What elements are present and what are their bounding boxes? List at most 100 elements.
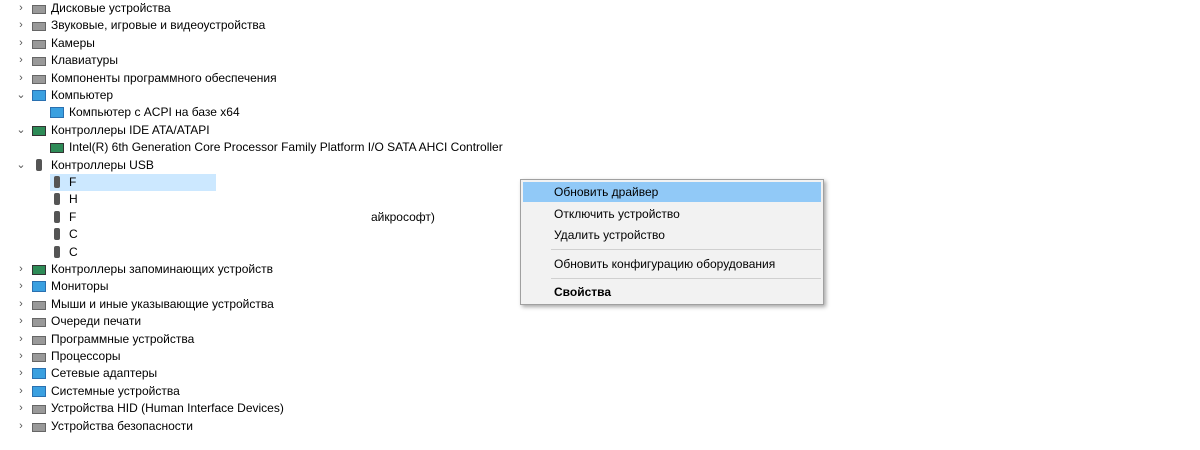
usb-icon: [50, 176, 64, 189]
tree-item-label: F: [69, 209, 77, 224]
chevron-right-icon[interactable]: ›: [19, 280, 23, 293]
tree-item-label: Клавиатуры: [51, 53, 118, 68]
chevron-right-icon[interactable]: ›: [19, 350, 23, 362]
menu-separator: [551, 249, 821, 250]
tree-item-label: F: [69, 175, 77, 189]
chevron-right-icon[interactable]: ›: [19, 71, 23, 84]
tree-item-label: Intel(R) 6th Generation Core Processor F…: [69, 140, 503, 155]
tree-item[interactable]: › Дисковые устройства: [14, 0, 171, 17]
computer-icon: [50, 106, 64, 119]
tree-item-label: Устройства HID (Human Interface Devices): [51, 401, 284, 416]
processor-icon: [32, 350, 46, 363]
tree-item[interactable]: F: [50, 174, 217, 191]
tree-item-label: Контроллеры USB: [51, 157, 154, 172]
usb-icon: [50, 193, 64, 206]
usb-icon: [32, 158, 46, 172]
tree-item[interactable]: ⌄ Контроллеры IDE ATA/ATAPI: [14, 122, 210, 139]
tree-item[interactable]: › Клавиатуры: [14, 52, 118, 69]
menu-item-properties[interactable]: Свойства: [554, 285, 612, 299]
tree-item-label: Очереди печати: [51, 314, 142, 329]
chevron-right-icon[interactable]: ›: [19, 36, 23, 49]
chevron-right-icon[interactable]: ›: [19, 19, 23, 32]
chevron-down-icon[interactable]: ⌄: [16, 89, 26, 101]
controller-icon: [50, 141, 64, 154]
menu-separator: [551, 278, 821, 279]
controller-icon: [32, 124, 46, 137]
tree-item[interactable]: › Сетевые адаптеры: [14, 365, 157, 382]
tree-item[interactable]: Intel(R) 6th Generation Core Processor F…: [50, 139, 503, 156]
tree-item-label: C: [69, 244, 78, 259]
software-component-icon: [32, 72, 46, 85]
menu-item-update-driver[interactable]: Обновить драйвер: [523, 182, 821, 202]
usb-icon: [50, 245, 64, 259]
chevron-down-icon[interactable]: ⌄: [16, 123, 26, 136]
tree-item-label: Устройства безопасности: [51, 418, 193, 433]
tree-item-label: Процессоры: [51, 349, 121, 363]
tree-item[interactable]: › Контроллеры запоминающих устройств: [14, 261, 273, 278]
tree-item[interactable]: ⌄ Компьютер: [14, 87, 113, 104]
tree-item-label: Мыши и иные указывающие устройства: [51, 296, 274, 311]
tree-item-label: C: [69, 227, 78, 242]
tree-item[interactable]: ⌄ Контроллеры USB: [14, 157, 154, 174]
menu-item-disable-device[interactable]: Отключить устройство: [554, 207, 680, 221]
software-device-icon: [32, 333, 46, 346]
chevron-right-icon[interactable]: ›: [19, 332, 23, 345]
tree-item[interactable]: › Системные устройства: [14, 383, 180, 400]
tree-item-label: Компьютер с ACPI на базе x64: [69, 105, 240, 120]
tree-item[interactable]: › Устройства безопасности: [14, 418, 193, 435]
usb-icon: [50, 228, 64, 241]
tree-item[interactable]: › Процессоры: [14, 348, 121, 365]
tree-item-label: Сетевые адаптеры: [51, 366, 158, 381]
tree-item[interactable]: Компьютер с ACPI на базе x64: [50, 104, 240, 121]
tree-item-label: Звуковые, игровые и видеоустройства: [51, 18, 266, 33]
tree-item-label: Камеры: [51, 35, 95, 50]
context-menu: Обновить драйвер Отключить устройство Уд…: [520, 179, 824, 305]
tree-item-label: Компьютер: [51, 88, 114, 102]
usb-icon: [50, 210, 64, 224]
tree-item-label: Компоненты программного обеспечения: [51, 70, 277, 85]
tree-item-label: Программные устройства: [51, 331, 195, 346]
chevron-right-icon[interactable]: ›: [19, 54, 23, 67]
chevron-right-icon[interactable]: ›: [19, 315, 23, 328]
tree-item-label: Контроллеры запоминающих устройств: [51, 262, 273, 276]
tree-item-label-tail: айкрософт): [371, 209, 435, 224]
menu-item-uninstall-device[interactable]: Удалить устройство: [554, 228, 665, 242]
chevron-right-icon[interactable]: ›: [19, 367, 23, 380]
storage-controller-icon: [32, 263, 46, 276]
tree-item[interactable]: › Мыши и иные указывающие устройства: [14, 296, 274, 313]
printer-icon: [32, 315, 46, 328]
chevron-right-icon[interactable]: ›: [19, 263, 23, 275]
monitor-icon: [32, 280, 46, 293]
tree-item[interactable]: › Камеры: [14, 35, 95, 52]
speaker-icon: [32, 19, 46, 32]
security-device-icon: [32, 420, 46, 433]
tree-item-label: Дисковые устройства: [51, 1, 171, 15]
camera-icon: [32, 37, 46, 50]
tree-item[interactable]: › Программные устройства: [14, 331, 194, 348]
tree-item[interactable]: › Устройства HID (Human Interface Devices…: [14, 400, 284, 417]
chevron-down-icon[interactable]: ⌄: [16, 158, 26, 171]
tree-item-label: Мониторы: [51, 279, 109, 294]
tree-item[interactable]: H: [50, 191, 78, 208]
tree-item[interactable]: › Мониторы: [14, 278, 108, 295]
computer-icon: [32, 89, 46, 102]
tree-item-label: Системные устройства: [51, 383, 180, 398]
chevron-right-icon[interactable]: ›: [19, 2, 23, 14]
chevron-right-icon[interactable]: ›: [19, 402, 23, 415]
tree-item[interactable]: › Звуковые, игровые и видеоустройства: [14, 17, 265, 34]
tree-item-label: H: [69, 192, 78, 207]
chevron-right-icon[interactable]: ›: [19, 384, 23, 397]
hid-icon: [32, 402, 46, 415]
tree-item[interactable]: › Компоненты программного обеспечения: [14, 70, 277, 87]
mouse-icon: [32, 298, 46, 311]
chevron-right-icon[interactable]: ›: [19, 297, 23, 310]
disk-drive-icon: [32, 2, 46, 15]
menu-item-scan-hardware[interactable]: Обновить конфигурацию оборудования: [554, 257, 776, 271]
tree-item[interactable]: C: [50, 244, 78, 261]
tree-item-label: Контроллеры IDE ATA/ATAPI: [51, 122, 210, 137]
tree-item[interactable]: C: [50, 226, 78, 243]
chevron-right-icon[interactable]: ›: [19, 419, 23, 432]
keyboard-icon: [32, 54, 46, 67]
tree-item[interactable]: › Очереди печати: [14, 313, 141, 330]
